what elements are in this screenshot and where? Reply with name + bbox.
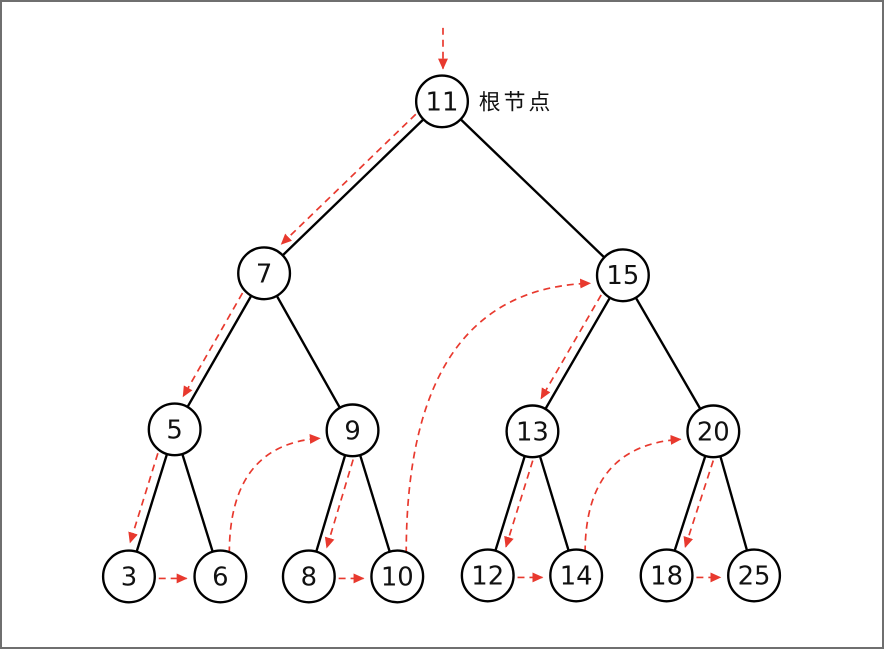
node-circle-8: [281, 549, 336, 604]
tree-edge-9-8: [315, 454, 347, 553]
node-circle-9: [325, 403, 380, 458]
node-circle-11: [414, 74, 470, 129]
node-circle-20: [686, 404, 741, 459]
node-value-3: 3: [121, 562, 137, 592]
tree-edge-7-9: [275, 295, 341, 409]
tree-node-10: 10: [370, 549, 425, 604]
tree-edge-5-3: [135, 453, 169, 553]
tree-edge-15-20: [634, 297, 702, 410]
tree-node-12: 12: [460, 548, 515, 603]
node-circle-13: [505, 404, 560, 459]
tree-node-15: 15: [595, 248, 650, 303]
traversal-arrow-10-15: [405, 278, 592, 554]
traversal-arrow-11-7: [280, 113, 417, 245]
traversal-arrow-14-20: [584, 434, 682, 553]
tree-edge-11-7: [281, 118, 425, 257]
traversal-arrow-7-5: [182, 292, 244, 398]
node-value-12: 12: [471, 561, 504, 591]
tree-edge-7-5: [186, 295, 253, 408]
node-circle-3: [101, 549, 156, 604]
node-value-7: 7: [256, 259, 272, 289]
node-value-11: 11: [426, 87, 459, 117]
node-circle-7: [237, 246, 292, 301]
node-circle-15: [595, 248, 650, 303]
node-value-8: 8: [301, 562, 317, 592]
node-value-25: 25: [738, 561, 771, 591]
node-circle-12: [460, 548, 515, 603]
node-value-13: 13: [516, 417, 549, 447]
tree-node-7: 7: [237, 246, 292, 301]
traversal-arrow-5-3: [128, 453, 159, 544]
root-node-label: 根节点: [479, 90, 554, 115]
tree-node-9: 9: [325, 403, 380, 458]
tree-edge-11-15: [459, 118, 606, 259]
traversal-arrow-20-18: [683, 460, 715, 548]
node-circle-5: [147, 402, 202, 457]
node-value-6: 6: [212, 562, 228, 592]
tree-node-5: 5: [147, 402, 202, 457]
node-circle-6: [193, 549, 248, 604]
node-circle-10: [370, 549, 425, 604]
tree-edge-13-14: [538, 455, 570, 552]
node-circle-18: [639, 548, 694, 603]
traversal-arrow-6-9: [228, 433, 321, 554]
traversal-arrow-13-12: [504, 460, 534, 548]
node-circle-25: [727, 548, 782, 603]
tree-edge-20-25: [719, 455, 749, 551]
tree-node-6: 6: [193, 549, 248, 604]
tree-edge-13-12: [494, 455, 526, 552]
tree-edge-5-6: [181, 453, 214, 553]
tree-node-3: 3: [101, 549, 156, 604]
tree-edge-9-10: [358, 454, 391, 553]
tree-edge-15-13: [544, 297, 611, 410]
node-value-20: 20: [697, 417, 730, 447]
node-value-10: 10: [381, 562, 414, 592]
tree-node-13: 13: [505, 404, 560, 459]
tree-edge-20-18: [673, 455, 707, 552]
tree-node-18: 18: [639, 548, 694, 603]
node-value-14: 14: [560, 561, 593, 591]
node-value-18: 18: [650, 561, 683, 591]
node-value-15: 15: [606, 261, 639, 291]
tree-node-20: 20: [686, 404, 741, 459]
traversal-arrow-9-8: [324, 459, 354, 549]
node-value-5: 5: [166, 415, 182, 445]
tree-node-14: 14: [549, 548, 604, 603]
node-circle-14: [549, 548, 604, 603]
tree-node-25: 25: [727, 548, 782, 603]
node-value-9: 9: [344, 416, 360, 446]
tree-node-11: 11: [414, 74, 470, 129]
traversal-arrow-15-13: [540, 294, 602, 400]
tree-node-8: 8: [281, 549, 336, 604]
